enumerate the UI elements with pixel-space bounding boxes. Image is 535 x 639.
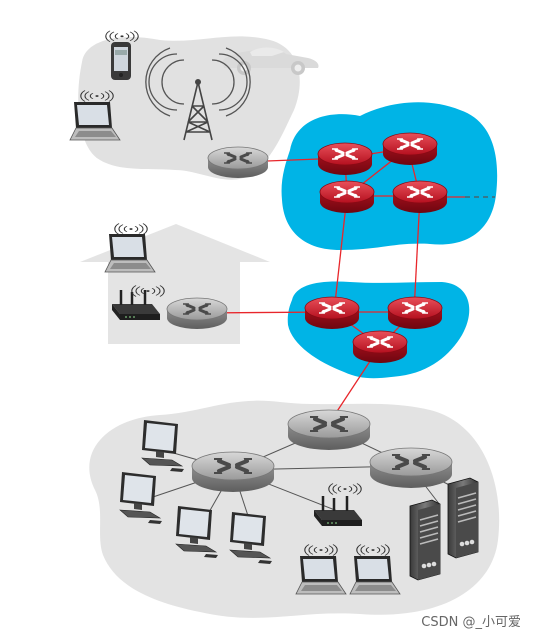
router-edge-icon	[190, 450, 276, 494]
router-core-icon	[316, 141, 374, 177]
router-core-icon	[303, 295, 361, 331]
server-icon	[409, 499, 441, 581]
router-core-icon	[351, 329, 409, 365]
isp-region-lower	[287, 281, 470, 379]
router-edge-icon	[206, 145, 270, 180]
router-core-icon	[318, 179, 376, 215]
server-icon	[447, 477, 479, 559]
router-edge-icon	[165, 296, 229, 331]
watermark: CSDN @_小可爱	[421, 615, 521, 630]
router-edge-icon	[286, 408, 372, 452]
router-edge-icon	[368, 446, 454, 490]
car-icon	[222, 47, 319, 75]
cell-tower-icon	[145, 47, 251, 141]
router-core-icon	[386, 295, 444, 331]
wifi-wave-icon	[114, 222, 148, 236]
router-core-icon	[381, 131, 439, 167]
smartphone-icon	[111, 42, 131, 80]
isp-region-upper	[281, 102, 498, 251]
router-core-icon	[391, 179, 449, 215]
home-network-region	[80, 224, 270, 344]
